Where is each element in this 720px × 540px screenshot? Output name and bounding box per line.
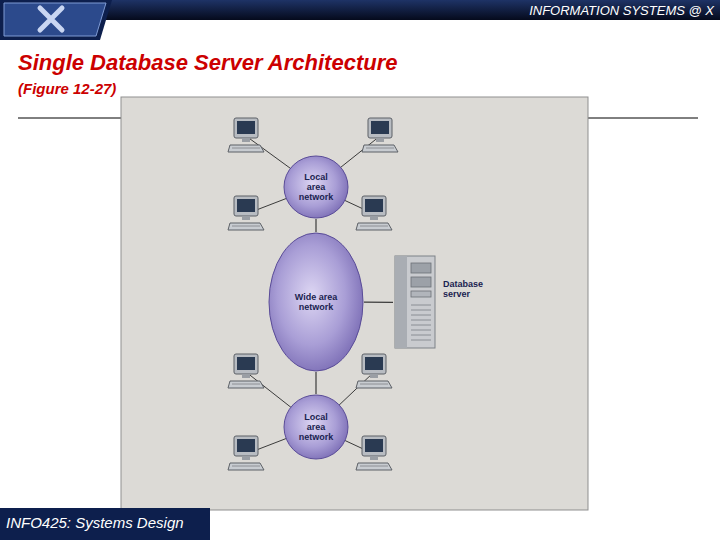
figure-caption: (Figure 12-27)	[18, 80, 116, 97]
lan-ellipse: Local area network	[283, 394, 349, 460]
computer-icon	[228, 196, 264, 230]
server-label: Database server	[443, 279, 493, 299]
server-vent	[411, 320, 431, 321]
computer-icon	[356, 196, 392, 230]
computer-icon	[228, 354, 264, 388]
network-link	[315, 372, 316, 394]
network-label: Wide area network	[268, 232, 364, 372]
logo-block	[0, 0, 112, 40]
computer-icon	[356, 436, 392, 470]
figure-panel	[121, 97, 588, 510]
server-side	[395, 256, 407, 348]
ellipse-shape	[269, 233, 363, 371]
network-link	[315, 219, 316, 232]
server-bay	[411, 291, 431, 297]
server-bay	[411, 277, 431, 287]
server-vent	[411, 325, 431, 326]
footer-label: INFO425: Systems Design	[6, 514, 184, 531]
server-body	[395, 256, 435, 348]
server-vent	[411, 335, 431, 336]
network-label: Local area network	[283, 394, 349, 460]
server-bay	[411, 263, 431, 273]
server-vent	[411, 310, 431, 311]
slide-title: Single Database Server Architecture	[18, 50, 397, 76]
server-vent	[411, 330, 431, 331]
server-vent	[411, 305, 431, 306]
computer-icon	[362, 118, 398, 152]
network-label: Local area network	[283, 155, 349, 219]
logo-mark	[40, 8, 62, 30]
ellipse-shape	[284, 395, 348, 459]
network-link	[364, 302, 393, 303]
server-vent	[411, 315, 431, 316]
logo-bevel	[4, 3, 106, 36]
database-server: Database server	[393, 255, 493, 350]
ellipse-shape	[284, 156, 348, 218]
server-vent	[411, 340, 431, 341]
computer-icon	[228, 436, 264, 470]
computer-icon	[228, 118, 264, 152]
header-label: INFORMATION SYSTEMS @ X	[529, 3, 714, 18]
lan-ellipse: Local area network	[283, 155, 349, 219]
computer-icon	[356, 354, 392, 388]
wan-ellipse: Wide area network	[268, 232, 364, 372]
footer-band	[0, 508, 210, 540]
database-server-outline	[393, 255, 493, 350]
